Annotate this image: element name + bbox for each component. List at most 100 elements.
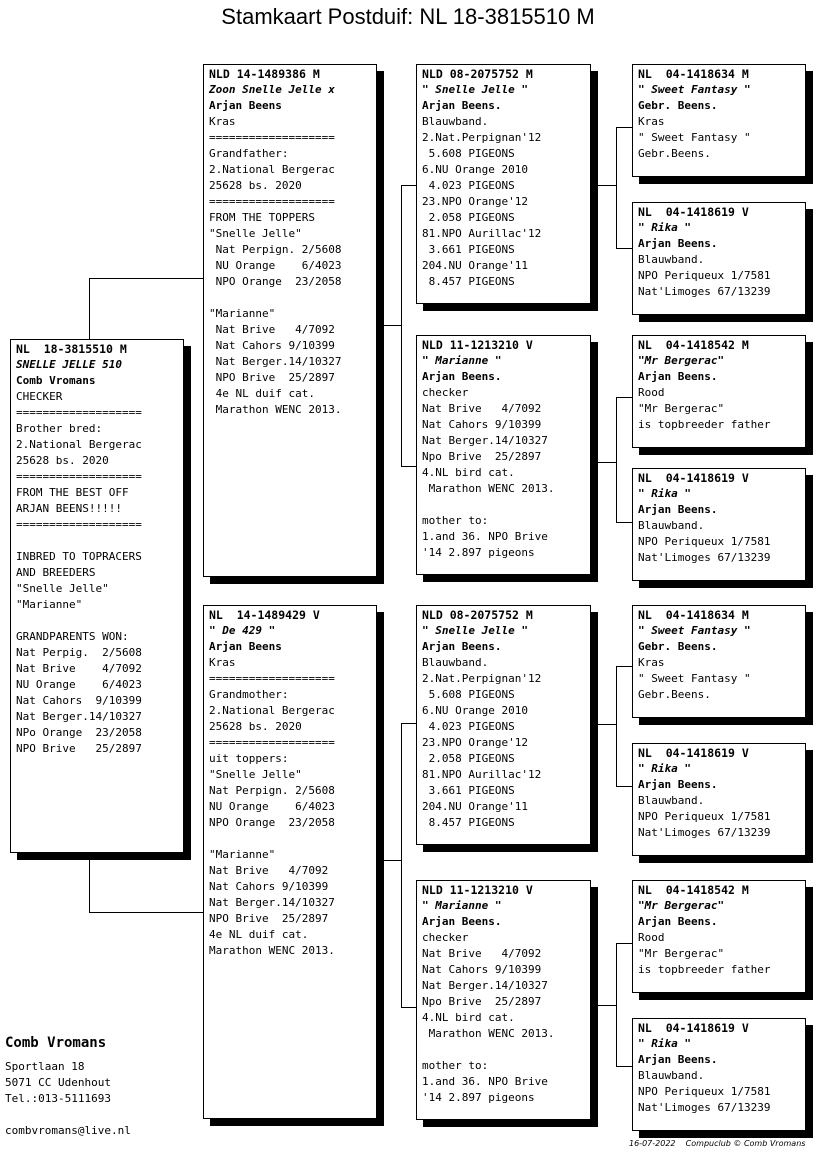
info-line: Grandmother:	[209, 688, 289, 701]
pigeon-name: " Marianne "	[422, 899, 502, 912]
info-line: 2.National Bergerac	[209, 163, 335, 176]
connector-line	[597, 185, 616, 186]
pigeon-name: " Snelle Jelle "	[422, 83, 528, 96]
info-line: NPO Periqueux 1/7581	[638, 269, 771, 282]
page-title: Stamkaart Postduif: NL 18-3815510 M	[221, 4, 595, 29]
connector-line	[401, 723, 402, 1008]
info-line: Rood	[638, 931, 665, 944]
info-line: Npo Brive 25/2897	[422, 995, 542, 1008]
pigeon-name: " De 429 "	[209, 624, 276, 637]
info-line: NPO Brive 25/2897	[16, 742, 142, 755]
ring-number: NL 04-1418619 V	[638, 471, 749, 485]
info-line: Nat Perpig. 2/5608	[16, 646, 142, 659]
info-line: Nat'Limoges 67/13239	[638, 285, 771, 298]
info-line: "Marianne"	[209, 307, 276, 320]
info-line: 4.023 PIGEONS	[422, 179, 515, 192]
breeder-email: combvromans@live.nl	[5, 1124, 131, 1137]
connector-line	[616, 522, 633, 523]
owner-name: Arjan Beens.	[638, 237, 718, 250]
info-line: 6.NU Orange 2010	[422, 163, 528, 176]
connector-line	[383, 325, 401, 326]
owner-name: Arjan Beens.	[422, 915, 502, 928]
info-line: 8.457 PIGEONS	[422, 816, 515, 829]
info-line: 4.NL bird cat.	[422, 466, 515, 479]
info-line: Nat'Limoges 67/13239	[638, 1101, 771, 1114]
connector-line	[616, 666, 617, 787]
info-line: Nat Berger.14/10327	[422, 979, 548, 992]
info-line: Nat Cahors 9/10399	[16, 694, 142, 707]
ring-number: NL 04-1418634 M	[638, 67, 749, 81]
connector-line	[616, 397, 617, 523]
info-line: INBRED TO TOPRACERS	[16, 550, 142, 563]
ring-number: NL 14-1489429 V	[209, 608, 320, 622]
info-line: NPo Orange 23/2058	[16, 726, 142, 739]
info-line: FROM THE BEST OFF	[16, 486, 129, 499]
info-line: CHECKER	[16, 390, 63, 403]
connector-line	[616, 127, 617, 249]
info-line: 1.and 36. NPO Brive	[422, 530, 548, 543]
owner-name: Arjan Beens.	[422, 99, 502, 112]
ring-number: NL 04-1418619 V	[638, 205, 749, 219]
info-line: Blauwband.	[638, 1069, 705, 1082]
info-line: Gebr.Beens.	[638, 147, 711, 160]
owner-name: Arjan Beens	[209, 640, 282, 653]
info-line: ARJAN BEENS!!!!!	[16, 502, 122, 515]
connector-line	[597, 462, 616, 463]
info-line: NPO Periqueux 1/7581	[638, 810, 771, 823]
info-line: "Marianne"	[209, 848, 276, 861]
pigeon-card: NL 04-1418619 V" Rika "Arjan Beens.Blauw…	[632, 743, 806, 856]
connector-line	[597, 1005, 616, 1006]
info-line: checker	[422, 386, 469, 399]
info-line: 25628 bs. 2020	[209, 720, 302, 733]
pigeon-name: SNELLE JELLE 510	[16, 358, 122, 371]
info-line: Blauwband.	[638, 519, 705, 532]
connector-line	[616, 248, 633, 249]
pigeon-name: " Rika "	[638, 1037, 691, 1050]
connector-line	[401, 185, 402, 467]
info-line: GRANDPARENTS WON:	[16, 630, 129, 643]
connector-line	[383, 860, 401, 861]
info-line: Nat'Limoges 67/13239	[638, 826, 771, 839]
info-line: 6.NU Orange 2010	[422, 704, 528, 717]
info-line: Nat Cahors 9/10399	[422, 418, 542, 431]
info-line: Nat Brive 4/7092	[422, 947, 542, 960]
info-line: mother to:	[422, 514, 489, 527]
info-line: Blauwband.	[638, 794, 705, 807]
info-line: Nat Brive 4/7092	[209, 323, 335, 336]
owner-name: Comb Vromans	[16, 374, 96, 387]
info-line: NPO Brive 25/2897	[209, 371, 335, 384]
ring-number: NLD 11-1213210 V	[422, 338, 533, 352]
info-line: Blauwband.	[638, 253, 705, 266]
info-line: ===================	[209, 672, 335, 685]
info-line: FROM THE TOPPERS	[209, 211, 315, 224]
ring-number: NL 04-1418542 M	[638, 883, 749, 897]
pigeon-card: NL 04-1418634 M" Sweet Fantasy "Gebr. Be…	[632, 605, 806, 718]
print-stamp: 16-07-2022 Compuclub © Comb Vromans	[629, 1139, 806, 1148]
info-line: mother to:	[422, 1059, 489, 1072]
info-line: NPO Periqueux 1/7581	[638, 535, 771, 548]
owner-name: Arjan Beens.	[422, 370, 502, 383]
info-line: Nat Brive 4/7092	[16, 662, 142, 675]
info-line	[422, 1042, 586, 1058]
pigeon-name: " Sweet Fantasy "	[638, 83, 751, 96]
connector-line	[597, 724, 616, 725]
info-line: 3.661 PIGEONS	[422, 243, 515, 256]
info-line: Nat Berger.14/10327	[422, 434, 548, 447]
pigeon-card: NL 04-1418542 M"Mr Bergerac"Arjan Beens.…	[632, 880, 806, 993]
info-line: 2.National Bergerac	[209, 704, 335, 717]
info-line: 8.457 PIGEONS	[422, 275, 515, 288]
info-line: 4e NL duif cat.	[209, 928, 309, 941]
info-line: Kras	[209, 115, 236, 128]
info-line: 81.NPO Aurillac'12	[422, 768, 542, 781]
connector-line	[89, 853, 90, 913]
info-line: Blauwband.	[422, 115, 489, 128]
pigeon-name: "Mr Bergerac"	[638, 354, 725, 367]
breeder-phone: Tel.:013-5111693	[5, 1092, 111, 1105]
info-line: NU Orange 6/4023	[209, 800, 335, 813]
connector-line	[89, 278, 204, 279]
info-line: 204.NU Orange'11	[422, 259, 528, 272]
connector-line	[401, 723, 417, 724]
ring-number: NL 18-3815510 M	[16, 342, 127, 356]
info-line: 2.Nat.Perpignan'12	[422, 131, 542, 144]
